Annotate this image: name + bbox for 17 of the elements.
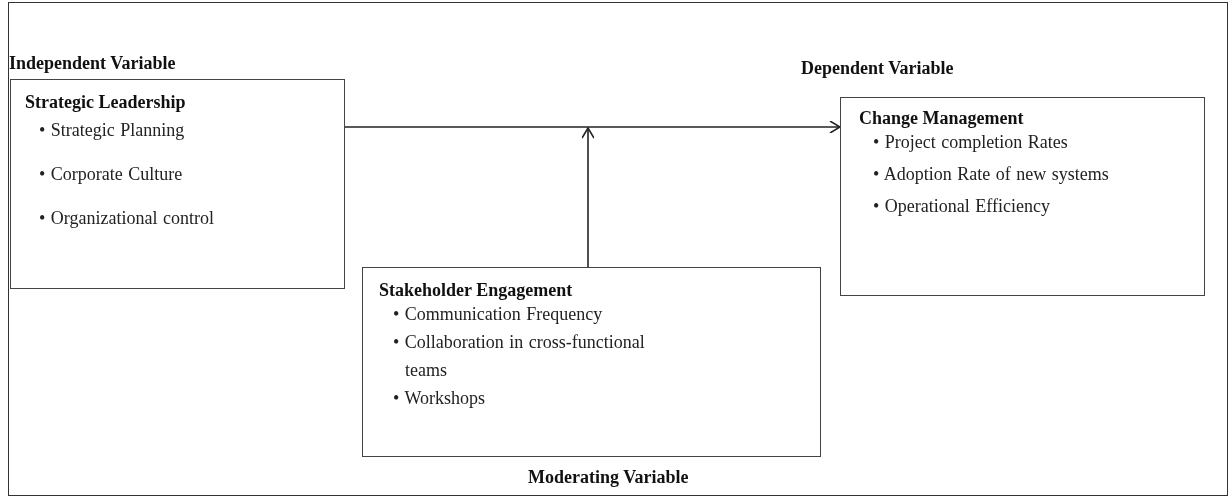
bullet-item: • Adoption Rate of new systems: [873, 162, 1110, 186]
bullet-item: • Corporate Culture: [39, 162, 184, 186]
arrow: [581, 127, 595, 268]
bullet-item: • Project completion Rates: [873, 131, 1069, 154]
bullet-item: • Workshops: [393, 386, 487, 410]
bullet-item: • Collaboration in cross-functional teams: [393, 330, 646, 382]
arrow: [344, 120, 841, 134]
variable-heading: Independent Variable: [9, 53, 176, 74]
bullet-item: • Operational Efficiency: [873, 194, 1051, 218]
variable-heading: Moderating Variable: [528, 467, 689, 488]
box-title: Change Management: [859, 108, 1025, 129]
box-title: Strategic Leadership: [25, 92, 187, 113]
bullet-item: • Strategic Planning: [39, 119, 186, 142]
box-title: Stakeholder Engagement: [379, 280, 574, 301]
bullet-item: • Organizational control: [39, 206, 215, 230]
variable-heading: Dependent Variable: [801, 58, 954, 79]
bullet-item: • Communication Frequency: [393, 303, 604, 326]
